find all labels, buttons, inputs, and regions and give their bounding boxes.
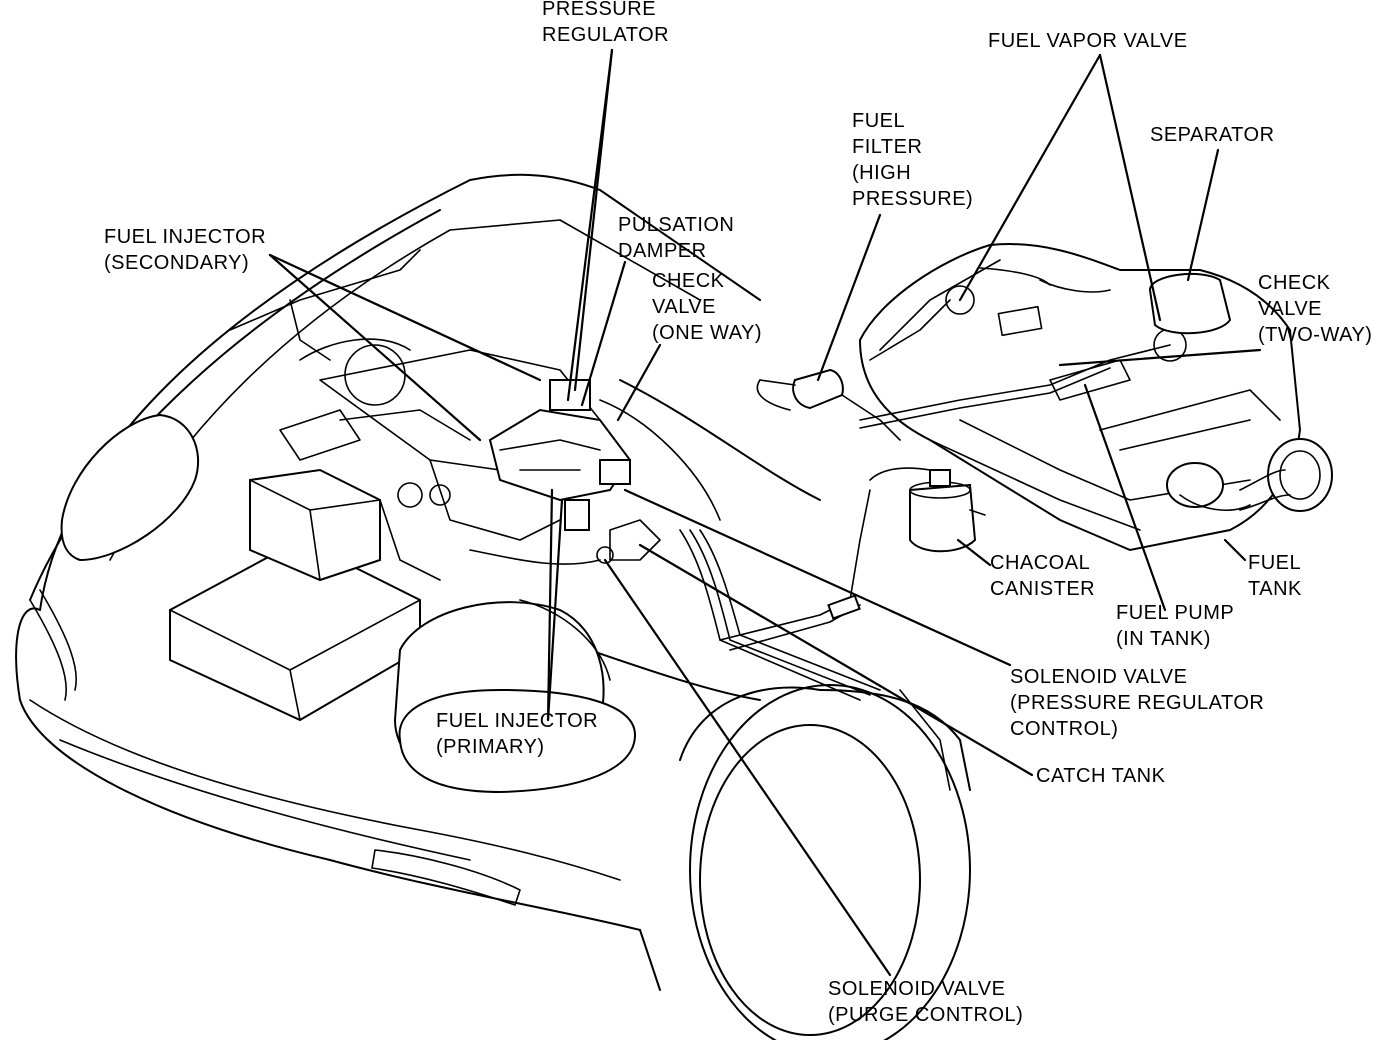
fuel-tank-assembly: [858, 243, 1333, 552]
label-fuel-pump: FUEL PUMP(IN TANK): [1116, 602, 1235, 650]
label-fuel-vapor-valve: FUEL VAPOR VALVE: [988, 30, 1188, 52]
label-separator: SEPARATOR: [1150, 124, 1275, 146]
charcoal-canister: [869, 467, 986, 553]
label-fuel-injector-primary: FUEL INJECTOR(PRIMARY): [436, 710, 599, 758]
leader-lines: [268, 48, 1262, 977]
fuel-filter: [756, 368, 901, 441]
label-solenoid-valve-purge-control: SOLENOID VALVE(PURGE CONTROL): [828, 978, 1024, 1026]
front-wheel: [679, 684, 971, 1040]
label-fuel-injector-secondary: FUEL INJECTOR(SECONDARY): [104, 226, 267, 274]
car-body: [15, 173, 971, 991]
label-catch-tank: CATCH TANK: [1036, 765, 1166, 787]
